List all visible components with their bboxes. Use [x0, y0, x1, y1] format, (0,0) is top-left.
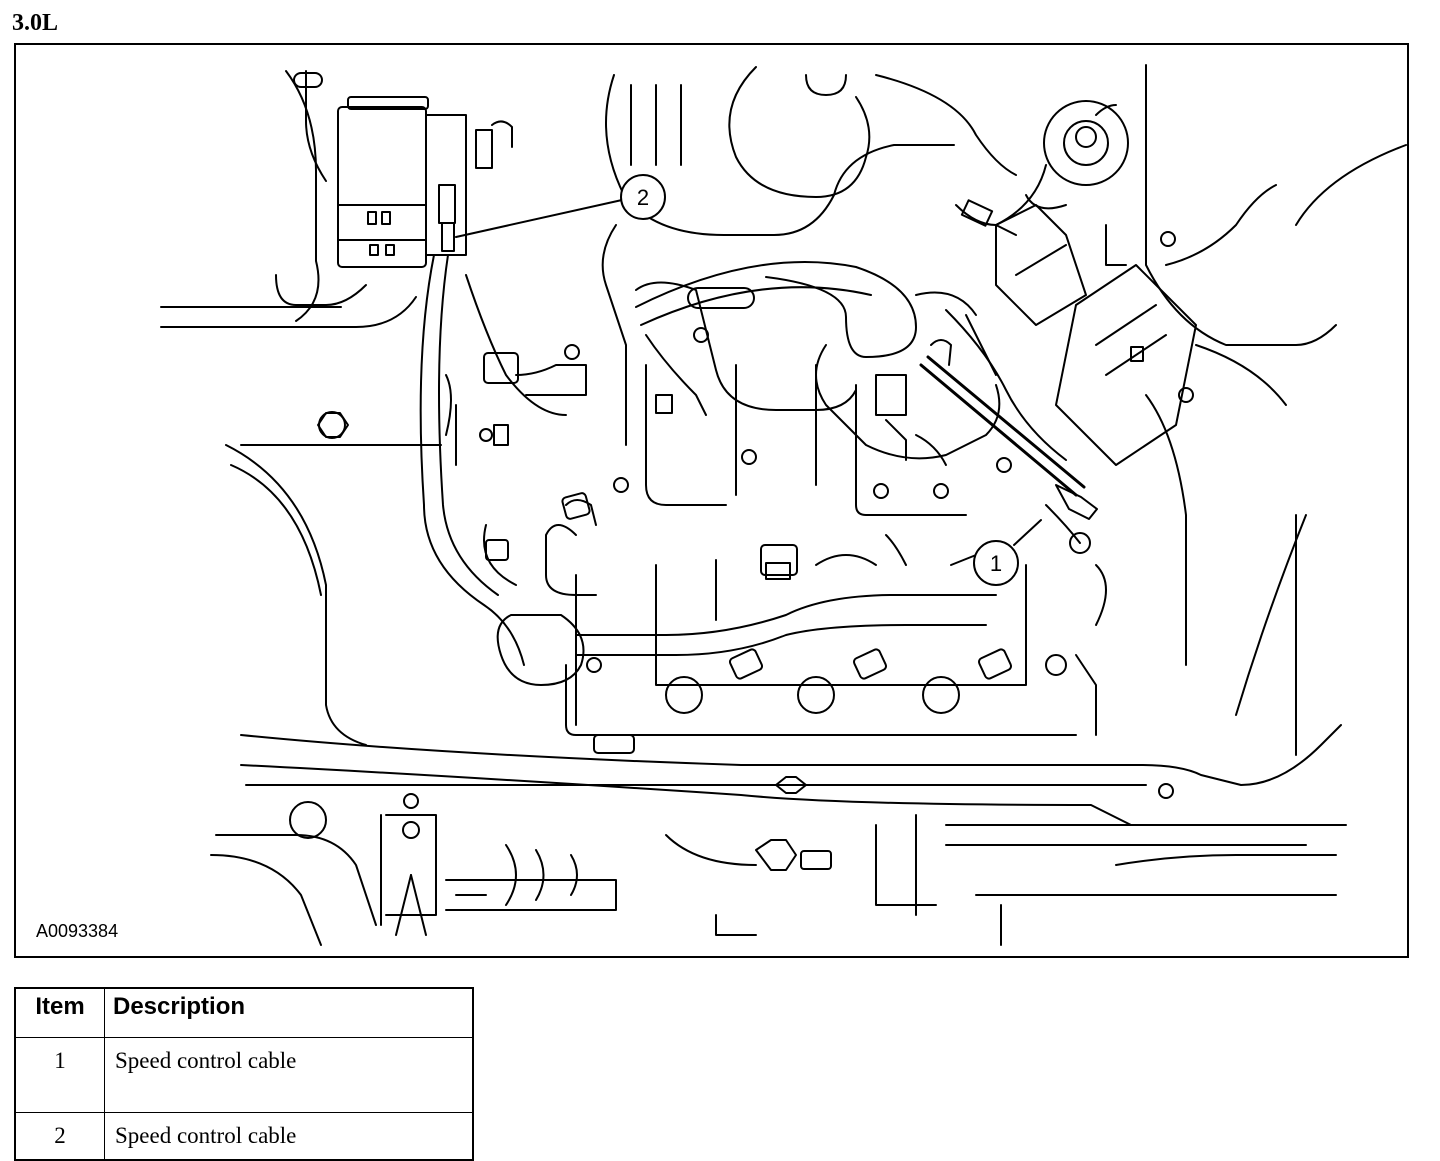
table-row: 2 Speed control cable	[14, 1112, 474, 1161]
frame-structures	[160, 64, 1407, 756]
legend-header-row: Item Description	[14, 987, 474, 1038]
legend-item-number: 2	[14, 1112, 105, 1161]
callout-2-label: 2	[637, 185, 649, 210]
table-row: 1 Speed control cable	[14, 1037, 474, 1113]
coil-pack	[955, 194, 1197, 466]
engine-label: 3.0L	[12, 10, 59, 36]
figure-id: A0093384	[34, 920, 121, 942]
callout-1-label: 1	[990, 551, 1002, 576]
callout-2: 2	[455, 174, 666, 238]
legend-header-description: Description	[104, 987, 474, 1038]
callout-1: 1	[950, 519, 1042, 586]
lower-valve-cover	[565, 564, 1107, 754]
legend-item-description: Speed control cable	[104, 1112, 474, 1161]
upper-hose	[635, 261, 917, 416]
crossmember	[210, 724, 1347, 946]
legend-header-item: Item	[14, 987, 105, 1038]
relay-module	[337, 96, 513, 268]
lower-harness	[483, 492, 997, 686]
legend-table: Item Description 1 Speed control cable 2…	[14, 987, 474, 1161]
intake-manifold	[564, 66, 1017, 516]
throttle-body	[815, 291, 1067, 466]
engine-diagram: 1 2 A0093384	[14, 43, 1409, 958]
legend-item-description: Speed control cable	[104, 1037, 474, 1113]
legend-item-number: 1	[14, 1037, 105, 1113]
speed-control-cable	[919, 339, 1098, 554]
left-wiring	[275, 254, 587, 666]
engine-line-drawing: 1 2	[160, 64, 1407, 946]
